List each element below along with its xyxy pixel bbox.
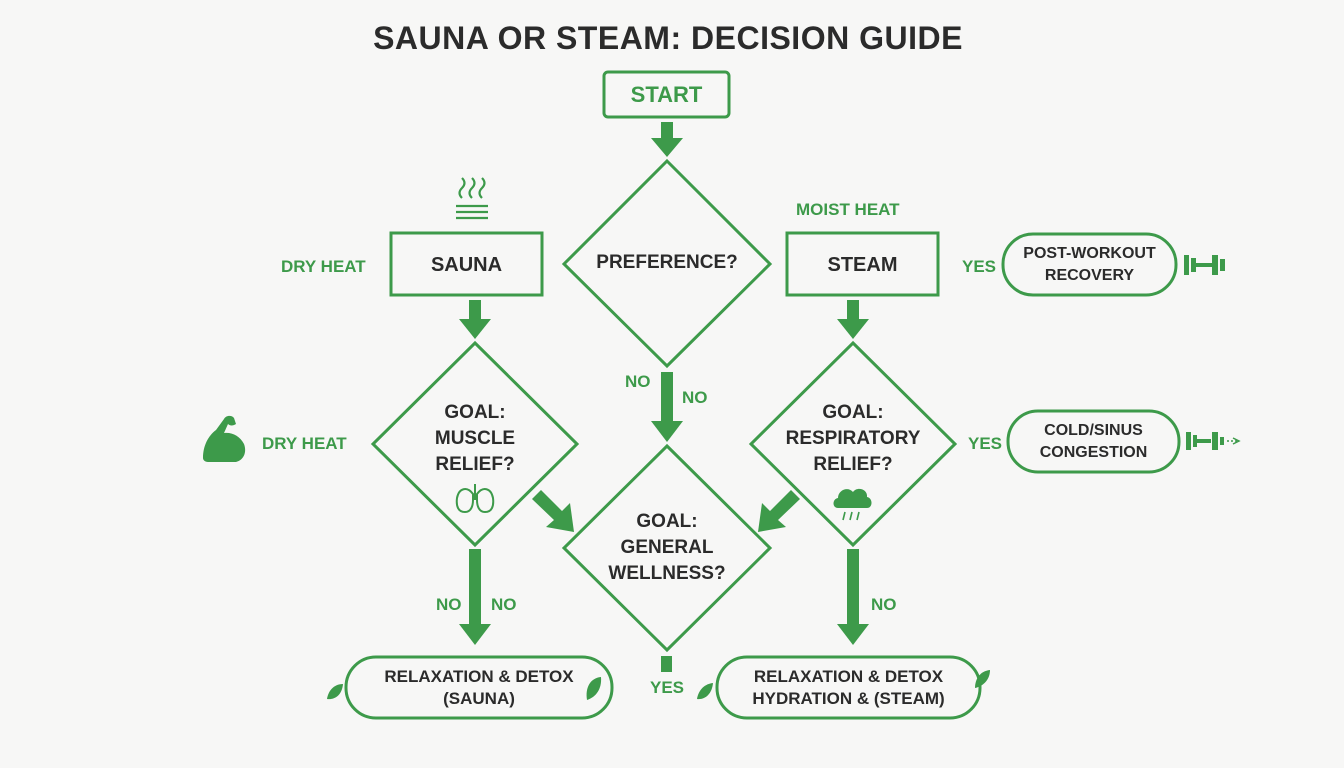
- edge-label-respiratory-no: NO: [871, 595, 897, 614]
- arrow-steam-to-respiratory: [837, 300, 869, 339]
- respiratory-line-1: GOAL:: [822, 402, 884, 423]
- preference-diamond: [561, 158, 773, 369]
- arrow-sauna-to-muscle: [459, 300, 491, 339]
- edge-label-steam-yes: YES: [962, 257, 997, 276]
- steam-box: [785, 231, 940, 297]
- edge-label-respiratory-yes: YES: [968, 434, 1003, 453]
- steam-heat-icon: [456, 177, 488, 220]
- respiratory-relief-label: GOAL: RESPIRATORY RELIEF?: [751, 400, 955, 478]
- relax-steam-pill: [715, 655, 982, 720]
- general-wellness-diamond: [561, 443, 773, 653]
- relax-sauna-label: RELAXATION & DETOX (SAUNA): [346, 666, 612, 710]
- relax-sauna-line-2: (SAUNA): [443, 689, 515, 708]
- edge-label-muscle-no-a: NO: [436, 595, 462, 614]
- edge-label-wellness-yes: YES: [650, 678, 685, 697]
- cold-sinus-pill: [1006, 409, 1181, 474]
- dumbbell-icon: [1184, 255, 1225, 275]
- lungs-icon: [455, 484, 495, 514]
- cold-sinus-line-2: CONGESTION: [1039, 444, 1148, 461]
- sinus-icon: [1186, 432, 1241, 450]
- flexed-arm-icon: [203, 415, 246, 462]
- edge-label-preference-no-b: NO: [682, 388, 708, 407]
- cold-sinus-line-1: COLD/SINUS: [1044, 422, 1143, 439]
- wellness-line-2: GENERAL: [620, 537, 714, 558]
- arrow-respiratory-to-relax-steam: [837, 549, 869, 645]
- relax-steam-line-1: RELAXATION & DETOX: [753, 667, 944, 686]
- general-wellness-label: GOAL: GENERAL WELLNESS?: [564, 509, 770, 587]
- relax-steam-line-2: HYDRATION & (STEAM): [752, 689, 945, 708]
- wellness-line-1: GOAL:: [636, 511, 698, 532]
- muscle-line-2: MUSCLE: [434, 428, 516, 449]
- arrow-respiratory-to-wellness: [758, 490, 800, 532]
- sauna-dry-heat-label: DRY HEAT: [281, 257, 366, 276]
- wellness-yes-stub: [661, 656, 672, 672]
- cold-sinus-label: COLD/SINUS CONGESTION: [1008, 420, 1179, 464]
- muscle-dry-heat-label: DRY HEAT: [262, 434, 347, 453]
- start-box: [602, 70, 731, 119]
- sauna-box: [389, 231, 544, 297]
- relax-steam-label: RELAXATION & DETOX HYDRATION & (STEAM): [717, 666, 980, 710]
- edge-label-muscle-no-b: NO: [491, 595, 517, 614]
- arrow-muscle-to-relax-sauna: [459, 549, 491, 645]
- leaf-icon: [327, 670, 990, 700]
- post-workout-line-1: POST-WORKOUT: [1023, 245, 1156, 262]
- muscle-relief-label: GOAL: MUSCLE RELIEF?: [373, 400, 577, 478]
- steam-label: STEAM: [827, 254, 898, 276]
- rain-cloud-icon: [833, 488, 872, 521]
- post-workout-line-2: RECOVERY: [1044, 267, 1135, 284]
- post-workout-pill: [1001, 232, 1178, 297]
- sauna-label: SAUNA: [430, 254, 503, 276]
- relax-sauna-pill: [344, 655, 614, 720]
- arrow-start-to-preference: [651, 122, 683, 157]
- page-title: SAUNA OR STEAM: DECISION GUIDE: [373, 20, 963, 56]
- respiratory-line-3: RELIEF?: [813, 454, 893, 475]
- arrow-preference-to-wellness: [651, 372, 683, 442]
- steam-moist-heat-label: MOIST HEAT: [796, 200, 900, 219]
- respiratory-line-2: RESPIRATORY: [785, 428, 921, 449]
- relax-sauna-line-1: RELAXATION & DETOX: [384, 667, 574, 686]
- start-label: START: [630, 82, 703, 107]
- arrow-muscle-to-wellness: [532, 490, 574, 532]
- respiratory-relief-diamond: [748, 340, 958, 548]
- muscle-relief-diamond: [370, 340, 580, 548]
- post-workout-label: POST-WORKOUT RECOVERY: [1003, 243, 1176, 287]
- muscle-line-3: RELIEF?: [435, 454, 515, 475]
- wellness-line-3: WELLNESS?: [608, 563, 726, 584]
- edge-label-preference-no-a: NO: [625, 372, 651, 391]
- preference-label: PREFERENCE?: [596, 252, 738, 273]
- muscle-line-1: GOAL:: [444, 402, 506, 423]
